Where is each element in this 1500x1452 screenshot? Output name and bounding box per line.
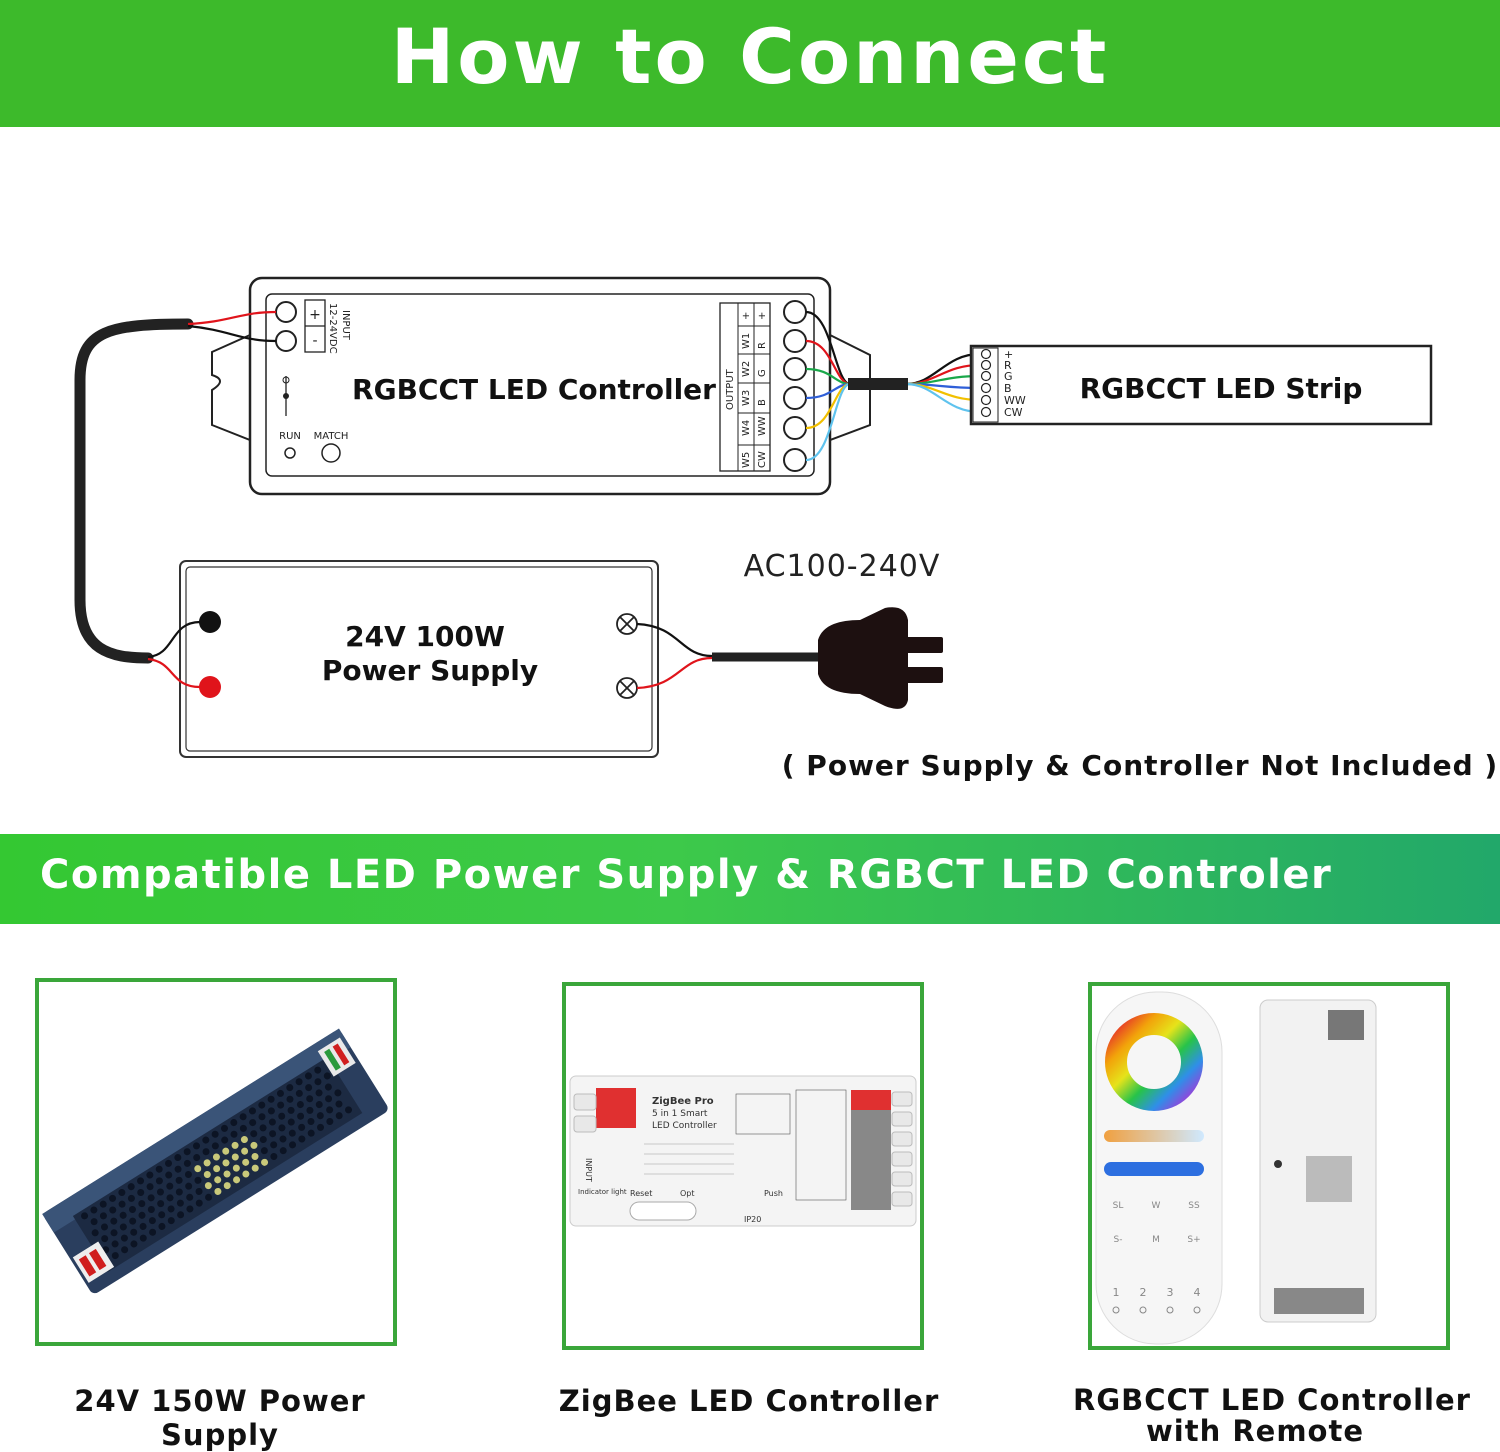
power-supply-device: 24V 100W Power Supply bbox=[179, 560, 659, 758]
wire-red-input bbox=[187, 310, 277, 326]
output-terminal-c-label: CW bbox=[757, 451, 768, 468]
header-banner: How to Connect bbox=[0, 0, 1500, 127]
zigbee-sub1: 5 in 1 Smart bbox=[652, 1109, 708, 1119]
zigbee-input: INPUT bbox=[584, 1158, 593, 1182]
plug-icon bbox=[818, 607, 908, 709]
ps-output-negative bbox=[199, 611, 221, 633]
output-terminal-c-label: + bbox=[757, 312, 768, 320]
remote-zone-label: 3 bbox=[1167, 1286, 1174, 1299]
output-terminal-w-label: W4 bbox=[741, 420, 752, 436]
strip-pin-label: + bbox=[1004, 348, 1013, 361]
output-label: OUTPUT bbox=[725, 368, 736, 410]
strip-pin-label: R bbox=[1004, 359, 1012, 372]
output-terminal-c-label: R bbox=[757, 342, 768, 349]
zigbee-push: Push bbox=[764, 1189, 783, 1198]
wire-red-ps bbox=[147, 657, 201, 689]
remote-button-label: S- bbox=[1114, 1235, 1123, 1245]
strip-pin-label: WW bbox=[1004, 394, 1026, 407]
zigbee-ip: IP20 bbox=[744, 1215, 761, 1224]
dc-cable bbox=[74, 318, 194, 664]
output-terminal-w-label: + bbox=[741, 312, 752, 320]
match-button bbox=[321, 443, 341, 463]
zigbee-sub2: LED Controller bbox=[652, 1121, 717, 1131]
output-terminal bbox=[783, 357, 807, 381]
remote-zone-label: 4 bbox=[1194, 1286, 1201, 1299]
compatible-heading: Compatible LED Power Supply & RGBCT LED … bbox=[40, 852, 1333, 898]
output-terminal bbox=[783, 300, 807, 324]
remote-controller-image: SL W SS S- M S+ 1 2 3 4 bbox=[1095, 991, 1377, 1345]
strip-wire bbox=[905, 374, 981, 386]
remote-button-label: W bbox=[1152, 1201, 1161, 1211]
output-terminal-w-label: W1 bbox=[741, 333, 752, 349]
page-title: How to Connect bbox=[390, 12, 1110, 101]
controller-device: + - INPUT 12-24VDC RUN MATCH OUTPUT + + W1… bbox=[211, 276, 871, 496]
output-wire bbox=[805, 382, 851, 462]
remote-button-label: SS bbox=[1188, 1201, 1200, 1211]
zigbee-indicator: Indicator light bbox=[578, 1188, 627, 1196]
zigbee-controller-image: ZigBee Pro 5 in 1 Smart LED Controller I… bbox=[569, 1075, 917, 1227]
wire-ac-black bbox=[636, 622, 713, 658]
controller-label: RGBCCT LED Controller bbox=[352, 373, 716, 406]
output-terminal-c-label: B bbox=[757, 399, 768, 406]
power-supply-image bbox=[42, 1028, 388, 1294]
product-caption-zigbee: ZigBee LED Controller bbox=[558, 1384, 940, 1418]
wire-black-input bbox=[187, 324, 277, 343]
output-terminal-w-label: W5 bbox=[741, 452, 752, 468]
product-card-remote-controller[interactable]: SL W SS S- M S+ 1 2 3 4 bbox=[1088, 982, 1450, 1350]
zigbee-reset: Reset bbox=[630, 1189, 652, 1198]
output-terminal bbox=[783, 448, 807, 472]
ps-ac-terminal-1 bbox=[616, 613, 638, 635]
zigbee-opt: Opt bbox=[680, 1189, 695, 1198]
strip-pin bbox=[980, 359, 992, 371]
input-plus: + bbox=[309, 307, 321, 323]
remote-zone-label: 2 bbox=[1140, 1286, 1147, 1299]
product-caption-remote-line2: with Remote bbox=[1145, 1414, 1364, 1448]
product-card-power-supply[interactable] bbox=[35, 978, 397, 1346]
ps-output-positive bbox=[199, 676, 221, 698]
run-led bbox=[284, 447, 296, 459]
output-terminal-c-label: G bbox=[757, 369, 768, 377]
strip-pin bbox=[980, 370, 992, 382]
product-card-zigbee[interactable]: ZigBee Pro 5 in 1 Smart LED Controller I… bbox=[562, 982, 924, 1350]
ps-ac-terminal-2 bbox=[616, 677, 638, 699]
remote-button-label: SL bbox=[1113, 1201, 1124, 1211]
output-terminal bbox=[783, 386, 807, 410]
output-terminal bbox=[783, 329, 807, 353]
product-caption-remote-line1: RGBCCT LED Controller bbox=[1073, 1383, 1471, 1417]
wire-ac-red bbox=[636, 656, 713, 690]
strip-pin bbox=[980, 394, 992, 406]
strip-pin-label: CW bbox=[1004, 406, 1023, 419]
strip-label: RGBCCT LED Strip bbox=[1080, 372, 1363, 405]
compatible-banner: Compatible LED Power Supply & RGBCT LED … bbox=[0, 834, 1500, 924]
not-included-note: ( Power Supply & Controller Not Included… bbox=[782, 749, 1498, 782]
input-minus: - bbox=[312, 333, 317, 349]
wiring-diagram: + - INPUT 12-24VDC RUN MATCH OUTPUT + + W1… bbox=[0, 127, 1500, 832]
ps-label-line1: 24V 100W bbox=[345, 620, 505, 653]
output-terminal-w-label: W3 bbox=[741, 390, 752, 406]
remote-zone-label: 1 bbox=[1113, 1286, 1120, 1299]
strip-pin-label: G bbox=[1004, 370, 1013, 383]
wire-black-ps bbox=[147, 620, 201, 659]
strip-pin bbox=[980, 406, 992, 418]
remote-button-label: M bbox=[1152, 1235, 1160, 1245]
output-terminal-c-label: WW bbox=[757, 416, 768, 436]
input-label: INPUT bbox=[340, 310, 351, 341]
remote-button-label: S+ bbox=[1187, 1235, 1200, 1245]
output-terminal bbox=[783, 416, 807, 440]
match-label: MATCH bbox=[314, 431, 349, 442]
strip-pin-label: B bbox=[1004, 382, 1012, 395]
strip-cable bbox=[848, 378, 908, 390]
product-caption-power-supply: 24V 150W Power Supply bbox=[74, 1384, 366, 1452]
input-voltage: 12-24VDC bbox=[327, 303, 338, 354]
strip-pin bbox=[980, 348, 992, 360]
ps-label-line2: Power Supply bbox=[322, 654, 538, 687]
ac-voltage-label: AC100-240V bbox=[744, 549, 941, 584]
zigbee-title: ZigBee Pro bbox=[652, 1096, 714, 1107]
output-terminal-w-label: W2 bbox=[741, 361, 752, 377]
run-label: RUN bbox=[279, 431, 301, 442]
strip-pin bbox=[980, 382, 992, 394]
